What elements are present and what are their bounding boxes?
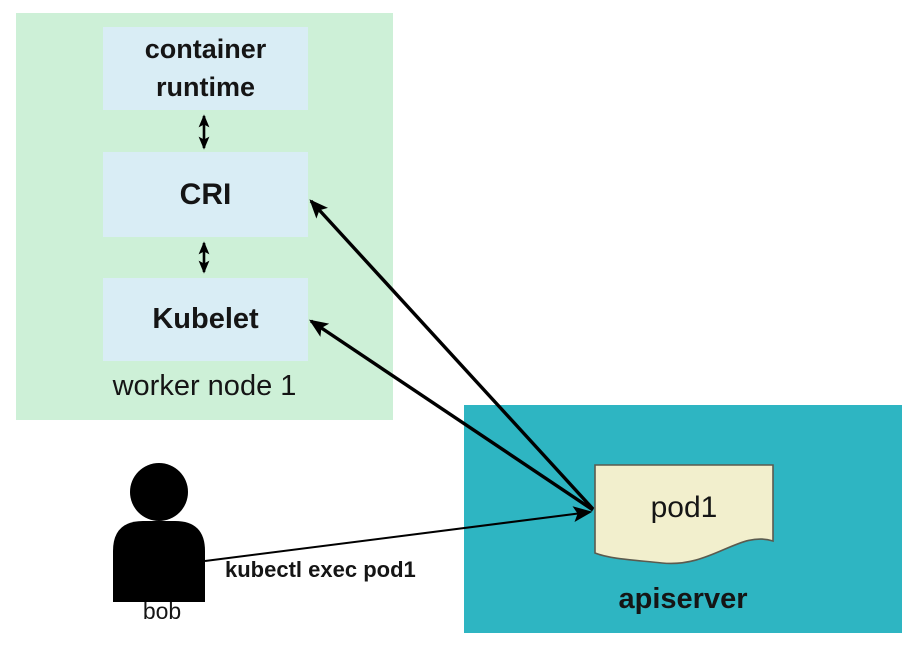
user-label: bob: [142, 598, 182, 624]
cri-label: CRI: [179, 177, 232, 211]
user-icon: [113, 463, 205, 602]
command-label: kubectl exec pod1: [225, 557, 416, 582]
worker-node-box: container runtime CRI Kubelet worker nod…: [16, 13, 393, 420]
cri-box: CRI: [103, 152, 308, 237]
apiserver-label: apiserver: [618, 583, 748, 615]
worker-node-label: worker node 1: [112, 370, 297, 402]
pod1-label: pod1: [650, 491, 718, 524]
kubelet-box: Kubelet: [103, 278, 308, 361]
kubelet-label: Kubelet: [152, 303, 259, 335]
container-runtime-box: container runtime: [103, 27, 308, 110]
container-runtime-label: container runtime: [144, 33, 267, 102]
